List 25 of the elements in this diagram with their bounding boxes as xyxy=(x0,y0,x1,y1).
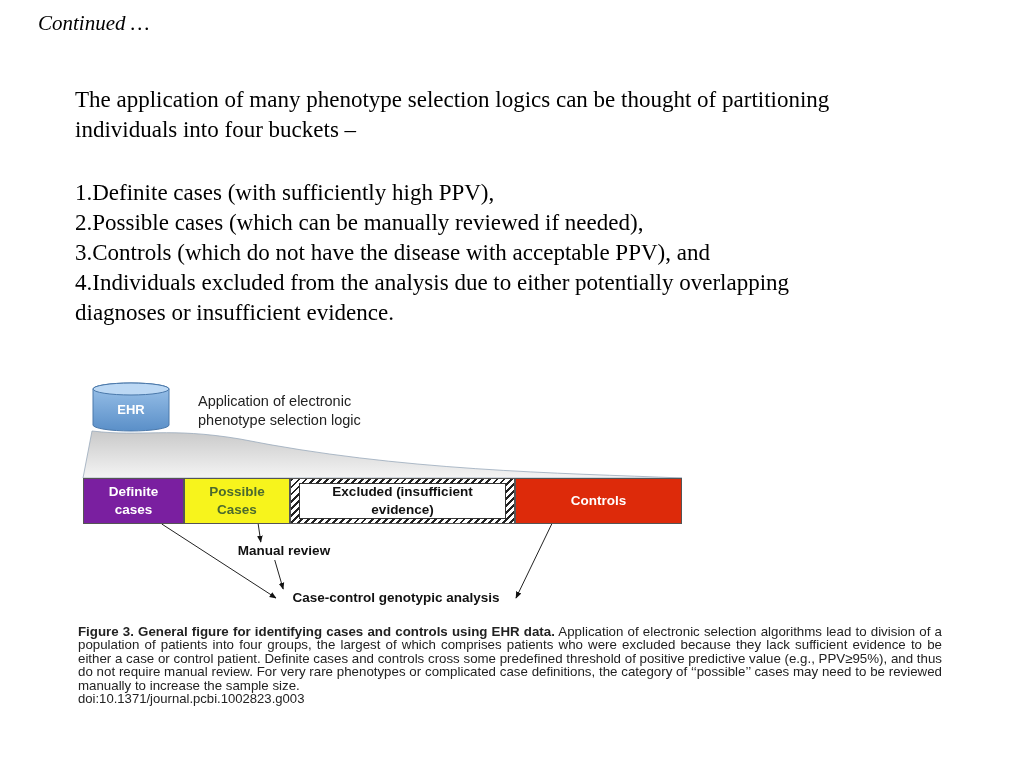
arrow xyxy=(257,523,263,543)
list-item: 1.Definite cases (with sufficiently high PPV), xyxy=(75,179,496,207)
list-item: 4.Individuals excluded from the analysis due to either potentially overlapping diagnoses or insufficient evidence. xyxy=(75,269,791,327)
figure-caption: Figure 3. General figure for identifying cases and controls using EHR data. Application of electronic selection algorithms lead to division of a population of patients into four groups, the largest of which comprises patients who were excluded because they lack sufficient evidence to be either a case or control patient. Definite cases and controls cross some predefined threshold of positive predictive value (e.g., PPV≥95%), and thus do not require manual review. For very rare phenotypes or complicated case definitions, the category of ‘‘possible’’ cases may need to be reviewed manually to increase the sample size. xyxy=(78,625,942,693)
arrow xyxy=(515,523,553,599)
database-cylinder xyxy=(92,382,170,432)
step-label: Manual review xyxy=(226,542,342,560)
arrow xyxy=(274,559,285,590)
arrow xyxy=(161,523,277,599)
category-segment xyxy=(184,478,290,524)
list-item: 2.Possible cases (which can be manually reviewed if needed), xyxy=(75,209,645,237)
list-item: 3.Controls (which do not have the disease with acceptable PPV), and xyxy=(75,239,711,267)
node-label: EHR xyxy=(116,402,146,417)
segment-label: Possible Cases xyxy=(208,483,266,519)
segment-label: Excluded (insufficient evidence) xyxy=(299,483,506,519)
category-segment xyxy=(83,478,184,524)
category-segment xyxy=(515,478,682,524)
intro-paragraph: The application of many phenotype selection logics can be thought of partitioning individuals into four buckets – xyxy=(75,86,831,144)
continued-note: Continued … xyxy=(38,10,151,37)
process-label: Application of electronic phenotype selection logic xyxy=(198,392,362,430)
segment-label: Controls xyxy=(570,492,627,510)
step-label: Case-control genotypic analysis xyxy=(276,589,516,607)
segment-label: Definite cases xyxy=(107,483,160,519)
doi-text: doi:10.1371/journal.pcbi.1002823.g003 xyxy=(78,692,306,706)
hatched-segment xyxy=(290,478,515,524)
